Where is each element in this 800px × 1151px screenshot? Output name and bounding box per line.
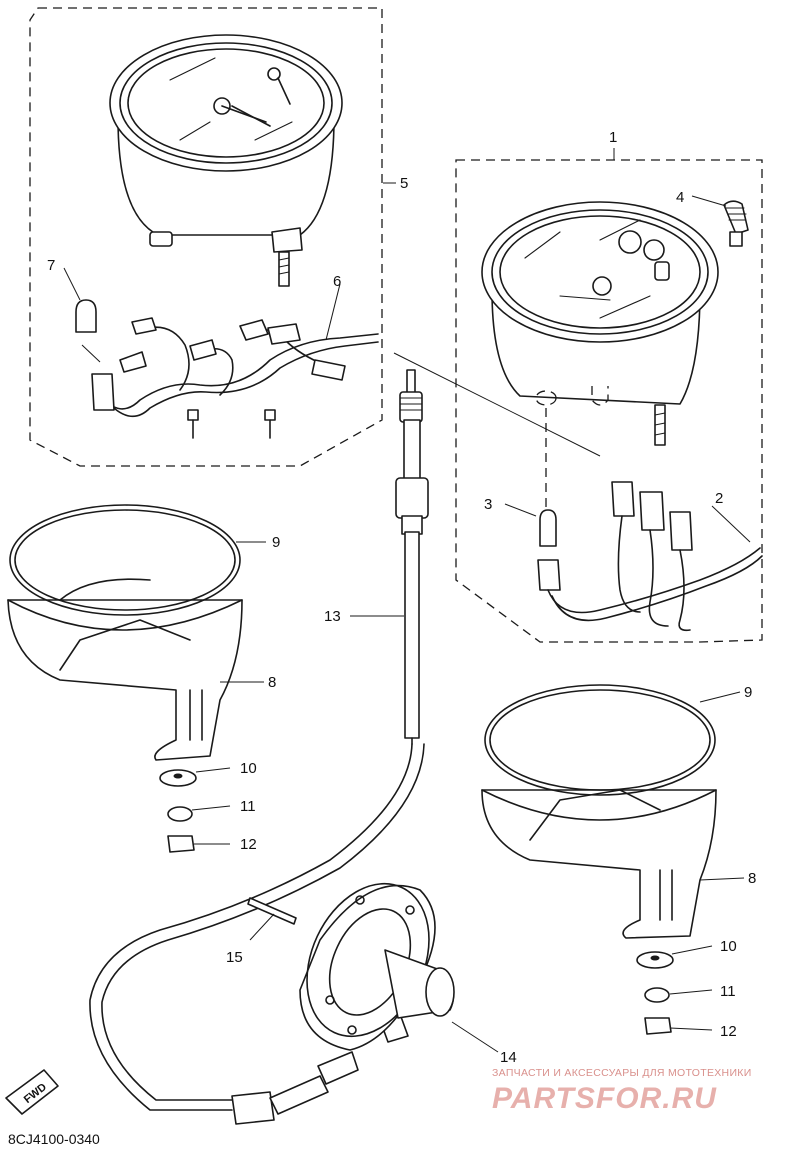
- leader-lines: [63, 148, 751, 1053]
- bulb-3: [539, 509, 557, 547]
- ring-9-right: [484, 684, 716, 796]
- callout-7: 7: [47, 257, 55, 274]
- callout-9-right: 9: [744, 684, 752, 701]
- callout-11-left: 11: [240, 798, 256, 815]
- callout-12-left: 12: [240, 836, 257, 853]
- speedometer-gauge: [481, 201, 719, 510]
- tachometer-gauge: [109, 34, 343, 287]
- callout-10-left: 10: [240, 760, 257, 777]
- reset-knob-4: [723, 200, 749, 247]
- lower-cable: [89, 743, 425, 1125]
- callout-11-right: 11: [720, 983, 736, 1000]
- callout-15: 15: [226, 949, 243, 966]
- hardware-right: [636, 951, 674, 1035]
- bulb-7: [75, 299, 101, 363]
- bracket-8-right: [481, 789, 717, 939]
- pin-15: [247, 897, 297, 925]
- callout-14: 14: [500, 1049, 517, 1066]
- hardware-left: [159, 769, 197, 853]
- callout-10-right: 10: [720, 938, 737, 955]
- callout-2: 2: [715, 490, 723, 507]
- wire-harness-6: [91, 317, 379, 439]
- meter-cable-13: [393, 352, 601, 745]
- watermark-logo: PARTSFOR.RU: [492, 1082, 717, 1115]
- wire-harness-2: [537, 481, 763, 632]
- callout-4: 4: [676, 189, 684, 206]
- ring-9-left: [9, 504, 241, 616]
- callout-3: 3: [484, 496, 492, 513]
- watermark-tagline: ЗАПЧАСТИ И АКСЕССУАРЫ ДЛЯ МОТОТЕХНИКИ: [492, 1067, 752, 1079]
- callout-8-left: 8: [268, 674, 276, 691]
- assembly-box-1: [455, 159, 763, 643]
- callout-5: 5: [400, 175, 408, 192]
- diagram-code: 8CJ4100-0340: [8, 1131, 100, 1147]
- callout-1: 1: [609, 129, 617, 146]
- fwd-arrow-icon: FWD: [5, 1069, 59, 1115]
- callout-12-right: 12: [720, 1023, 737, 1040]
- assembly-box-5: [29, 7, 383, 467]
- bracket-8-left: [7, 578, 243, 761]
- speedometer-gear-14: [299, 882, 455, 1051]
- callout-8-right: 8: [748, 870, 756, 887]
- callout-13: 13: [324, 608, 341, 625]
- callout-9-left: 9: [272, 534, 280, 551]
- callout-6: 6: [333, 273, 341, 290]
